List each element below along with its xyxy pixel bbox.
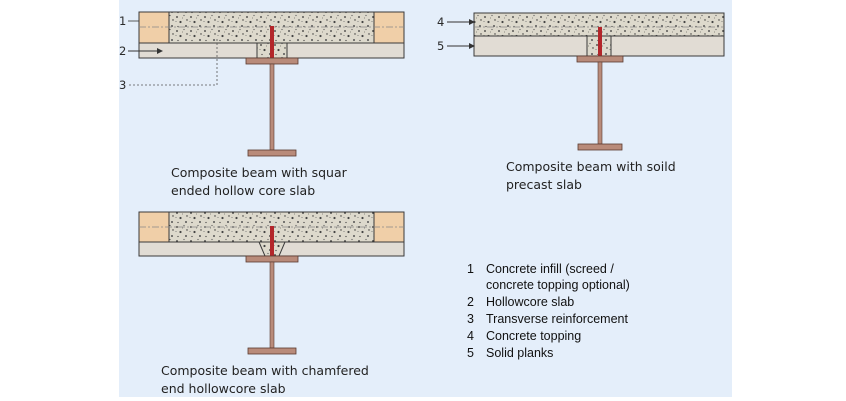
hollowcore-slab-right — [373, 11, 405, 44]
steel-beam-top-flange — [245, 255, 299, 263]
callout-1: 1 — [119, 14, 126, 28]
legend-number-3: 3 — [467, 312, 474, 326]
caption-square-line1: Composite beam with squar — [171, 165, 348, 180]
caption-solid-line1: Composite beam with soild — [506, 159, 676, 174]
diagram-background — [119, 0, 732, 397]
callout-3: 3 — [119, 78, 126, 92]
steel-beam-web — [269, 63, 275, 151]
shear-stud — [270, 226, 274, 257]
shear-stud — [270, 26, 274, 59]
composite-beam-figure: 1 2 3 Composite beam with squar ended ho… — [119, 0, 732, 397]
legend: 1 Concrete infill (screed / concrete top… — [467, 262, 630, 360]
caption-square-line2: ended hollow core slab — [171, 183, 315, 198]
hollowcore-slab-left — [138, 11, 170, 44]
callout-3-leader — [129, 38, 218, 86]
legend-text-3: Transverse reinforcement — [486, 312, 628, 326]
legend-text-1b: concrete topping optional) — [486, 278, 630, 292]
legend-text-5: Solid planks — [486, 346, 553, 360]
steel-beam-top-flange — [576, 55, 624, 63]
steel-beam-web — [269, 261, 275, 349]
legend-number-1: 1 — [467, 262, 474, 276]
legend-number-2: 2 — [467, 295, 474, 309]
diagram-square-ended-hollowcore: 1 2 3 Composite beam with squar ended ho… — [119, 11, 405, 198]
diagram-chamfered-end-hollowcore: Composite beam with chamfered end hollow… — [138, 211, 405, 396]
steel-beam-bottom-flange — [247, 149, 297, 157]
diagram-solid-precast-slab: 4 5 Composite beam with soild precast sl… — [437, 12, 725, 192]
steel-beam-bottom-flange — [247, 347, 297, 355]
callout-2-arrowhead — [157, 48, 163, 54]
callout-2: 2 — [119, 44, 126, 58]
legend-text-1a: Concrete infill (screed / — [486, 262, 614, 276]
callout-5: 5 — [437, 39, 444, 53]
callout-4-arrowhead — [469, 19, 475, 25]
callout-5-arrowhead — [469, 43, 475, 49]
caption-chamfer-line1: Composite beam with chamfered — [161, 363, 369, 378]
legend-text-4: Concrete topping — [486, 329, 581, 343]
legend-text-2: Hollowcore slab — [486, 295, 574, 309]
shear-stud — [598, 27, 602, 57]
caption-solid-line2: precast slab — [506, 177, 582, 192]
steel-beam-bottom-flange — [577, 143, 623, 151]
caption-chamfer-line2: end hollowcore slab — [161, 381, 286, 396]
callout-4: 4 — [437, 15, 444, 29]
legend-number-4: 4 — [467, 329, 474, 343]
legend-number-5: 5 — [467, 346, 474, 360]
steel-beam-web — [597, 61, 603, 145]
steel-beam-top-flange — [245, 57, 299, 65]
